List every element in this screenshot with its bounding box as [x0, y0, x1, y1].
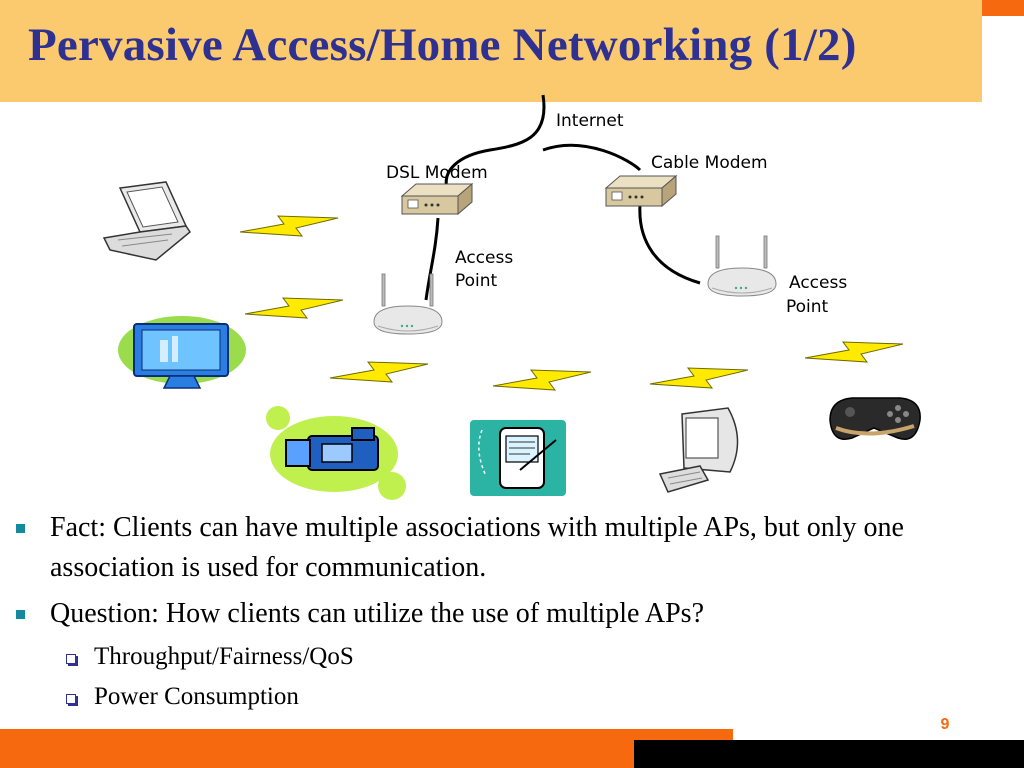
bottom-black-bar [634, 740, 1024, 768]
access-point-left-line-2: Point [455, 271, 498, 291]
slide-title: Pervasive Access/Home Networking (1/2) [28, 19, 857, 71]
access-point-right-icon [707, 235, 777, 297]
sub-bullet-power-text: Power Consumption [94, 683, 299, 710]
connection-cables [424, 94, 701, 301]
cable-modem-icon [605, 175, 677, 207]
game-controller-icon [829, 397, 921, 440]
access-point-right-line-2: Point [786, 297, 829, 317]
dsl-modem-icon [401, 183, 473, 215]
sub-bullet-throughput-text: Throughput/Fairness/QoS [94, 643, 354, 670]
bullet-marker-square [16, 610, 25, 619]
network-diagram: Internet DSL Modem Cable Modem Access Po… [102, 94, 921, 500]
access-point-left-line-1: Access [455, 248, 513, 268]
dsl-modem-label: DSL Modem [386, 163, 488, 183]
title-band [0, 0, 982, 102]
access-point-right-label: Access Point [786, 273, 853, 317]
laptop-icon [102, 181, 192, 261]
sub-bullet-throughput: Throughput/Fairness/QoS [14, 640, 1014, 674]
lightning-bolt-icon [649, 367, 749, 389]
bullet-fact: Fact: Clients can have multiple associat… [14, 508, 1014, 588]
access-point-right-line-1: Access [789, 273, 847, 293]
bullet-marker-square [16, 524, 25, 533]
camcorder-icon [266, 406, 406, 500]
sub-bullet-marker-box [66, 694, 76, 704]
page-number: 9 [940, 716, 950, 733]
sub-bullet-power: Power Consumption [14, 680, 1014, 714]
bullet-question-text: Question: How clients can utilize the us… [50, 598, 704, 629]
lightning-bolt-icon [239, 215, 339, 237]
lightning-bolt-icon [329, 361, 429, 383]
access-point-left-label: Access Point [455, 248, 519, 291]
pda-icon [470, 420, 566, 496]
cable-modem-label: Cable Modem [651, 153, 768, 173]
desktop-monitor-icon [118, 316, 246, 389]
lightning-bolt-icon [492, 369, 592, 391]
sub-bullet-marker-box [66, 654, 76, 664]
lightning-bolt-icon [804, 341, 904, 363]
bottom-orange-bar [0, 729, 733, 768]
crt-computer-icon [658, 407, 739, 493]
internet-label: Internet [556, 111, 624, 131]
bullet-question: Question: How clients can utilize the us… [14, 594, 1014, 634]
bullet-fact-text: Fact: Clients can have multiple associat… [50, 512, 904, 583]
bullet-list: Fact: Clients can have multiple associat… [14, 508, 1014, 714]
access-point-left-icon [373, 273, 443, 335]
lightning-bolt-icon [244, 297, 344, 319]
